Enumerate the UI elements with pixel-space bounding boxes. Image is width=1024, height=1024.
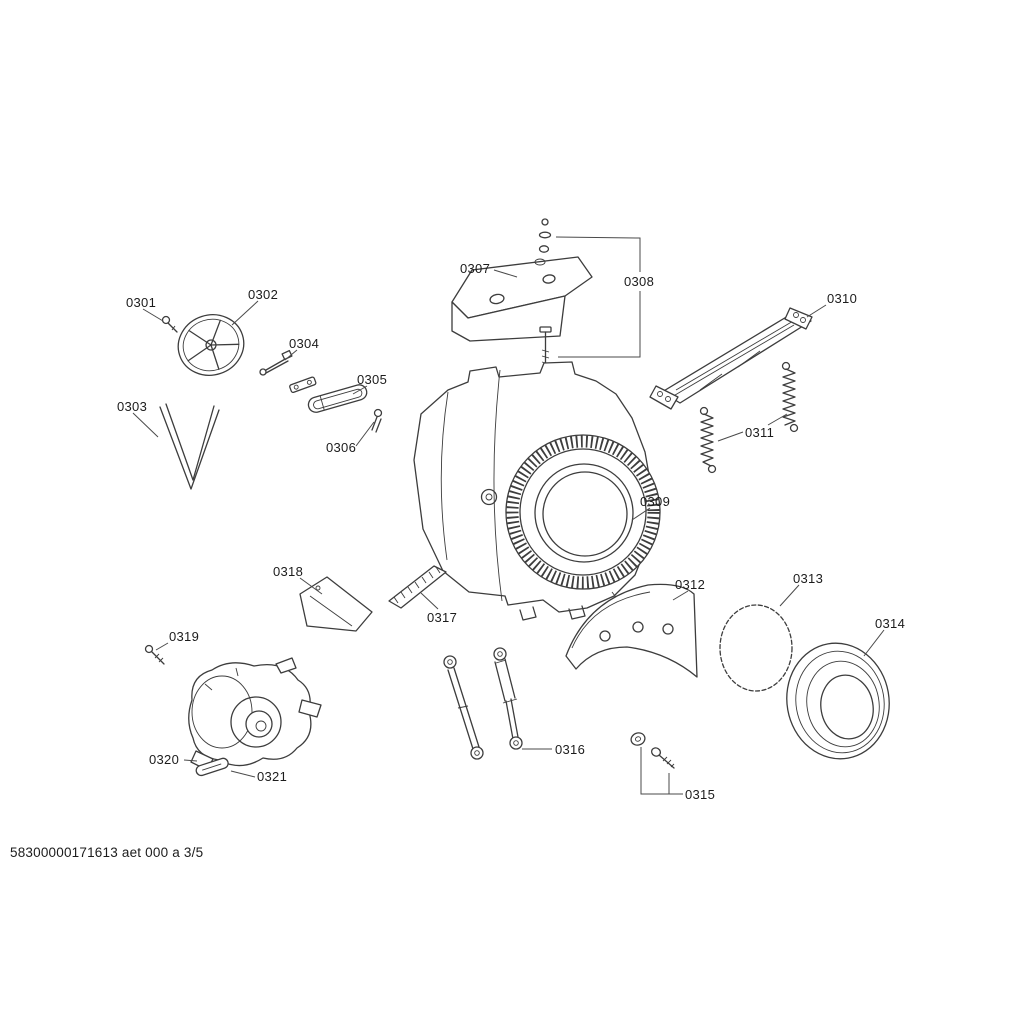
suspension-spring-right-illustration — [781, 361, 799, 433]
drive-motor-illustration — [188, 657, 322, 771]
counterweight-bolt-illustration — [539, 326, 552, 369]
shock-absorber-right-illustration — [493, 647, 523, 750]
part-label-0306: 0306 — [326, 440, 357, 455]
small-bracket-illustration — [259, 349, 317, 394]
cover-plate-illustration — [299, 576, 373, 632]
part-label-0301: 0301 — [126, 295, 157, 310]
part-label-0318: 0318 — [273, 564, 304, 579]
part-label-0308: 0308 — [624, 274, 655, 289]
leader-lines — [132, 236, 885, 795]
gasket-clamp-ring-illustration — [719, 604, 793, 692]
damper-screw-set-illustration — [630, 732, 675, 769]
part-label-0312: 0312 — [675, 577, 706, 592]
part-label-0309: 0309 — [640, 494, 671, 509]
tub-assembly-illustration — [413, 361, 661, 621]
part-label-0315: 0315 — [685, 787, 716, 802]
counterweight-fastener-illustration — [538, 218, 552, 253]
document-reference: 58300000171613 aet 000 a 3/5 — [10, 845, 204, 860]
part-label-0317: 0317 — [427, 610, 458, 625]
ribbed-strip-illustration — [388, 565, 447, 609]
part-label-0305: 0305 — [357, 372, 388, 387]
part-label-0319: 0319 — [169, 629, 200, 644]
pulley-screw-illustration — [161, 315, 178, 333]
part-label-0320: 0320 — [149, 752, 180, 767]
heating-element-illustration — [307, 384, 368, 413]
shock-absorber-left-illustration — [443, 655, 484, 760]
heater-clamp-illustration — [371, 408, 383, 433]
part-label-0303: 0303 — [117, 399, 148, 414]
part-label-0302: 0302 — [248, 287, 279, 302]
part-label-0310: 0310 — [827, 291, 858, 306]
drive-belt-illustration — [159, 403, 220, 490]
door-bellow-seal-illustration — [786, 642, 890, 760]
part-label-0316: 0316 — [555, 742, 586, 757]
suspension-spring-left-illustration — [699, 406, 717, 474]
part-label-0307: 0307 — [460, 261, 491, 276]
part-label-0304: 0304 — [289, 336, 320, 351]
motor-screw-illustration — [144, 644, 165, 665]
part-label-0311: 0311 — [745, 425, 775, 440]
top-counterweight-illustration — [451, 256, 593, 342]
drive-pulley-illustration — [177, 314, 245, 376]
carbon-brush-illustration — [195, 757, 229, 777]
part-label-0321: 0321 — [257, 769, 288, 784]
part-label-0313: 0313 — [793, 571, 824, 586]
bottom-counterweight-illustration — [565, 583, 698, 678]
suspension-crossbar-illustration — [649, 307, 813, 410]
part-label-0314: 0314 — [875, 616, 906, 631]
